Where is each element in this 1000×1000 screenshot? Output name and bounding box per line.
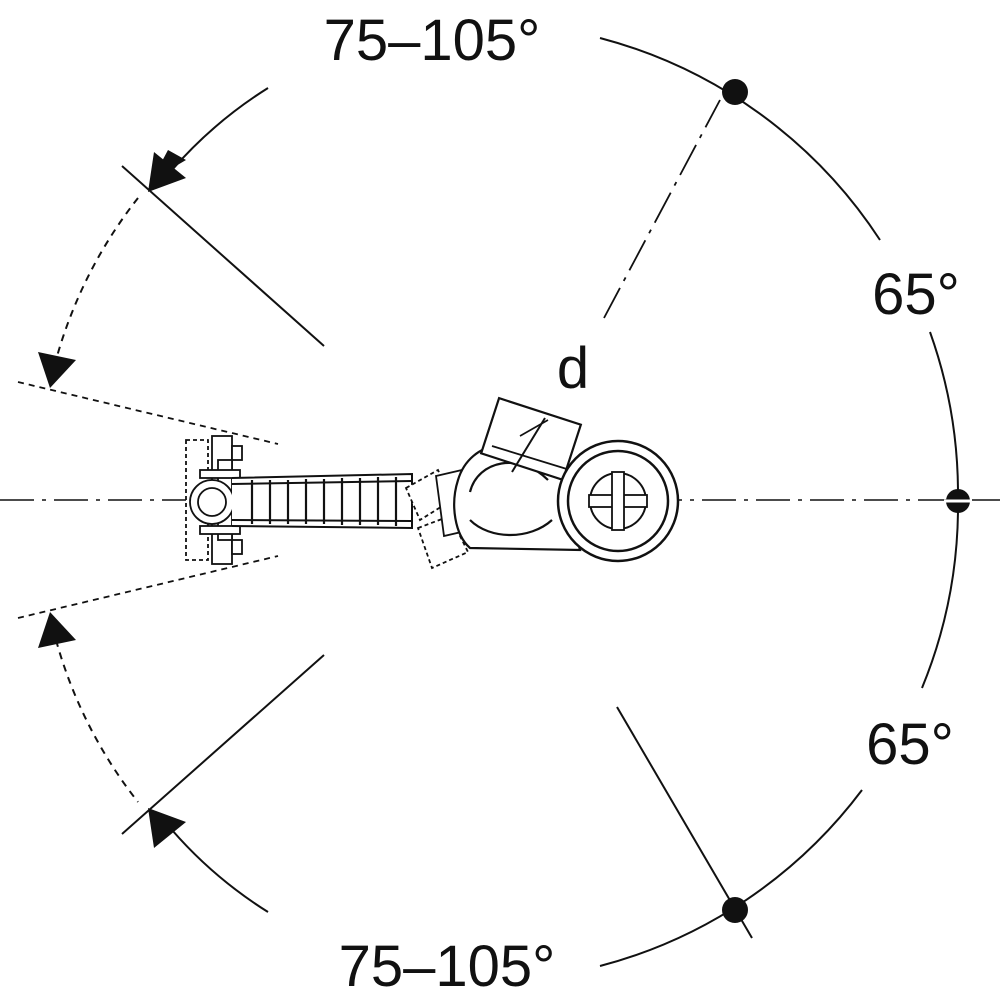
lower-left-dashed-arrowhead bbox=[38, 612, 76, 648]
drain-wheel bbox=[556, 439, 680, 563]
upper-left-dashed-arc bbox=[55, 197, 139, 361]
lower-right-angle-label: 65° bbox=[866, 712, 954, 777]
upper-left-arrowhead-main bbox=[148, 152, 186, 192]
upper-left-dashed-arrowhead bbox=[38, 352, 76, 388]
outer-arc-right-lower bbox=[921, 511, 959, 689]
flexible-hose bbox=[231, 472, 413, 530]
trap-elbow bbox=[453, 396, 583, 552]
lower-left-arrowhead-main bbox=[148, 808, 186, 848]
outer-arc-bottom bbox=[599, 789, 863, 967]
upper-right-dashdot-radial bbox=[603, 99, 721, 319]
top-pivot-dot bbox=[722, 79, 748, 105]
upper-dashed-wedge-line bbox=[17, 381, 279, 445]
right-center-marker bbox=[944, 489, 972, 513]
upper-left-radial-line bbox=[121, 165, 325, 347]
lower-left-dashed-arc bbox=[55, 639, 139, 803]
lower-left-radial-line bbox=[121, 654, 325, 835]
diameter-label: d bbox=[557, 336, 589, 401]
top-angle-label: 75–105° bbox=[324, 8, 541, 73]
outer-arc-right-upper bbox=[929, 331, 959, 491]
outer-arc-top bbox=[599, 37, 881, 241]
diameter-marker-line bbox=[511, 417, 546, 473]
lower-left-solid-arc bbox=[171, 829, 269, 913]
bottom-pivot-dot bbox=[722, 897, 748, 923]
lower-dashed-wedge-line bbox=[17, 555, 279, 619]
bottom-angle-label: 75–105° bbox=[339, 934, 556, 999]
upper-left-solid-arc bbox=[171, 87, 269, 171]
wall-bracket bbox=[185, 435, 243, 565]
upper-right-angle-label: 65° bbox=[872, 262, 960, 327]
